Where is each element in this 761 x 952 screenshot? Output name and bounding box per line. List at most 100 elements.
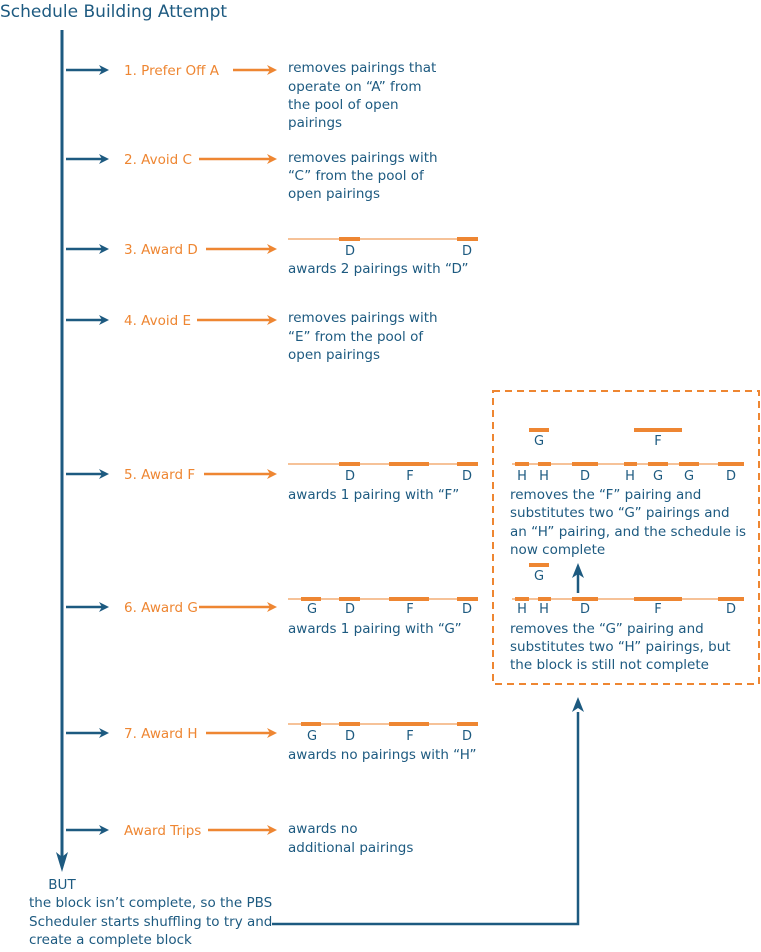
- pairing-bar-f: [389, 722, 429, 726]
- step-5-timeline: D F D: [288, 462, 478, 484]
- pairing-letter: G: [307, 602, 317, 617]
- shuffle-lower-timeline: H H D F D: [512, 597, 744, 617]
- pairing-letter: F: [406, 729, 413, 744]
- pairing-letter: F: [654, 602, 661, 617]
- pairing-letter: D: [462, 729, 472, 744]
- step-6-description: awards 1 pairing with “G”: [288, 621, 462, 637]
- svg-text:removes pairings with: removes pairings with: [288, 310, 438, 326]
- pairing-bar-h: [515, 462, 529, 466]
- svg-text:create a complete block: create a complete block: [29, 932, 192, 948]
- pairing-letter: D: [345, 602, 355, 617]
- svg-text:awards no: awards no: [288, 821, 358, 837]
- svg-text:the block is still not complet: the block is still not complete: [510, 657, 709, 673]
- shuffle-upper-timeline: H H D H G G D: [512, 462, 744, 484]
- pairing-letter: G: [684, 469, 694, 484]
- svg-text:removes pairings with: removes pairings with: [288, 150, 438, 166]
- pairing-bar-d: [457, 237, 478, 241]
- pairing-bar-d: [339, 597, 360, 601]
- step-1-label: 1. Prefer Off A: [124, 63, 220, 79]
- step-8-description: awards no additional pairings: [288, 821, 413, 856]
- pairing-letter: D: [580, 469, 590, 484]
- pairing-bar-d: [339, 722, 360, 726]
- pairing-letter: D: [462, 469, 472, 484]
- svg-text:now complete: now complete: [510, 542, 605, 558]
- pairing-letter: H: [517, 602, 527, 617]
- pairing-bar-g: [301, 597, 321, 601]
- pairing-letter: D: [580, 602, 590, 617]
- svg-text:removes the “F” pairing and: removes the “F” pairing and: [510, 487, 701, 503]
- svg-text:substitutes two “G” pairings a: substitutes two “G” pairings and: [510, 505, 730, 521]
- svg-text:awards 1 pairing with “G”: awards 1 pairing with “G”: [288, 621, 462, 637]
- shuffle-lower-removed: G: [529, 563, 549, 584]
- step-3-description: awards 2 pairings with “D”: [288, 261, 469, 277]
- svg-text:awards 1 pairing with “F”: awards 1 pairing with “F”: [288, 487, 459, 503]
- step-7-label: 7. Award H: [124, 726, 198, 742]
- result-arrows: [197, 65, 277, 835]
- pairing-letter: F: [654, 434, 661, 449]
- svg-text:open pairings: open pairings: [288, 347, 380, 363]
- pairing-bar-g: [648, 462, 668, 466]
- step-8-label: Award Trips: [124, 823, 201, 839]
- pairing-letter: D: [345, 469, 355, 484]
- svg-text:“C” from the pool of: “C” from the pool of: [288, 168, 425, 184]
- removed-bar-f: [634, 428, 682, 432]
- pairing-bar-d: [572, 597, 598, 601]
- svg-text:additional pairings: additional pairings: [288, 840, 413, 856]
- pairing-letter: D: [462, 244, 472, 259]
- shuffle-return-arrow: [272, 697, 584, 926]
- step-7-description: awards no pairings with “H”: [288, 747, 477, 763]
- but-note: BUT the block isn’t complete, so the PBS…: [29, 877, 272, 948]
- pairing-bar-h: [624, 462, 637, 466]
- step-4-description: removes pairings with “E” from the pool …: [288, 310, 438, 363]
- step-3-timeline: D D: [288, 237, 478, 259]
- svg-text:removes the “G” pairing and: removes the “G” pairing and: [510, 621, 704, 637]
- shuffle-box: [492, 390, 760, 685]
- step-3-label: 3. Award D: [124, 242, 198, 258]
- step-2-description: removes pairings with “C” from the pool …: [288, 150, 438, 202]
- step-4-label: 4. Avoid E: [124, 313, 191, 329]
- shuffle-upper-removed: G F: [529, 428, 682, 449]
- pairing-bar-g: [679, 462, 699, 466]
- svg-text:open pairings: open pairings: [288, 186, 380, 202]
- pairing-bar-d: [572, 462, 598, 466]
- svg-text:awards no pairings with “H”: awards no pairings with “H”: [288, 747, 477, 763]
- pairing-bar-f: [389, 597, 429, 601]
- pairing-bar-h: [538, 462, 551, 466]
- pairing-bar-g: [301, 722, 321, 726]
- step-5-label: 5. Award F: [124, 467, 195, 483]
- pairing-letter: H: [625, 469, 635, 484]
- pairing-letter: D: [345, 244, 355, 259]
- pairing-bar-d: [339, 462, 360, 466]
- svg-text:the block isn’t complete, so t: the block isn’t complete, so the PBS: [29, 895, 272, 911]
- pairing-letter: H: [517, 469, 527, 484]
- pairing-letter: F: [406, 469, 413, 484]
- pairing-bar-d: [457, 597, 478, 601]
- svg-text:substitutes two “H” pairings,: substitutes two “H” pairings, but: [510, 639, 731, 655]
- pairing-bar-h: [538, 597, 551, 601]
- shuffle-upper-description: removes the “F” pairing and substitutes …: [510, 487, 746, 558]
- pairing-letter: G: [534, 569, 544, 584]
- svg-text:Scheduler starts shuffling to: Scheduler starts shuffling to try and: [29, 914, 272, 930]
- pairing-bar-d: [718, 597, 744, 601]
- pairing-letter: H: [539, 602, 549, 617]
- pairing-bar-f: [389, 462, 429, 466]
- pairing-bar-h: [515, 597, 529, 601]
- step-6-label: 6. Award G: [124, 600, 198, 616]
- pairing-bar-d: [457, 722, 478, 726]
- pairing-letter: D: [726, 602, 736, 617]
- svg-text:awards 2 pairings with “D”: awards 2 pairings with “D”: [288, 261, 469, 277]
- pairing-bar-d: [718, 462, 744, 466]
- svg-text:“E” from the pool of: “E” from the pool of: [288, 329, 424, 345]
- pairing-letter: G: [307, 729, 317, 744]
- step-1-description: removes pairings that operate on “A” fro…: [288, 60, 436, 131]
- shuffle-lower-description: removes the “G” pairing and substitutes …: [510, 621, 731, 673]
- step-5-description: awards 1 pairing with “F”: [288, 487, 459, 503]
- pairing-letter: D: [726, 469, 736, 484]
- step-arrows: [66, 65, 109, 835]
- pairing-bar-d: [457, 462, 478, 466]
- diagram-title: Schedule Building Attempt: [0, 2, 227, 22]
- pairing-letter: D: [345, 729, 355, 744]
- pairing-letter: H: [539, 469, 549, 484]
- main-flow-arrowhead: [56, 852, 68, 872]
